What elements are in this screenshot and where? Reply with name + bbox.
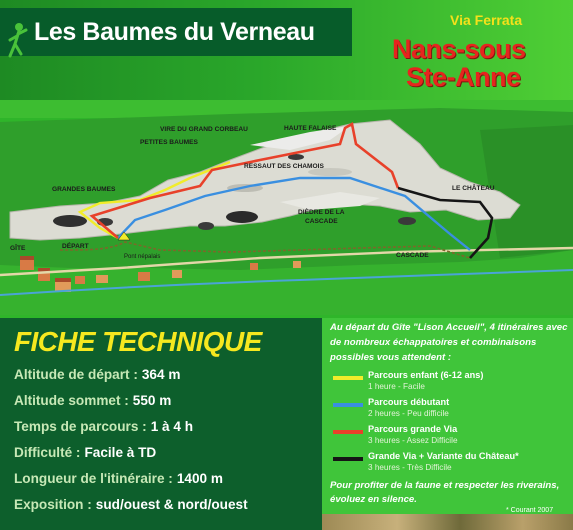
label-diedre-line2: CASCADE xyxy=(305,218,338,225)
rock-photo-strip xyxy=(322,514,573,530)
title-box: Les Baumes du Verneau xyxy=(0,8,352,58)
cliff-face xyxy=(9,119,521,241)
legend-desc: 1 heure - Facile xyxy=(368,382,425,391)
route-map: HAUTE FALAISE VIRE DU GRAND CORBEAU PETI… xyxy=(0,100,573,315)
label-ressaut-chamois: RESSAUT DES CHAMOIS xyxy=(244,163,324,170)
location-title-line1: Nans-sous xyxy=(392,34,526,64)
spec-label: Longueur de l'itinéraire : xyxy=(14,471,173,486)
spec-label: Altitude sommet : xyxy=(14,393,129,408)
road xyxy=(0,246,573,277)
legend-swatch xyxy=(333,376,363,380)
depart-marker xyxy=(117,231,131,241)
location-title-line2: Ste-Anne xyxy=(406,62,521,92)
legend-desc: 2 heures - Peu difficile xyxy=(368,409,449,418)
cave-grandes-baumes xyxy=(53,215,87,227)
via-ferrata-label: Via Ferrata xyxy=(450,12,523,28)
spec-longueur: Longueur de l'itinéraire :1400 m xyxy=(14,471,223,486)
legend-name: Parcours débutant xyxy=(368,397,450,407)
spec-altitude-depart: Altitude de départ :364 m xyxy=(14,367,180,382)
label-cascade: CASCADE xyxy=(396,252,429,259)
fiche-panel xyxy=(0,318,322,530)
spec-altitude-sommet: Altitude sommet :550 m xyxy=(14,393,171,408)
upper-cliff xyxy=(250,126,350,150)
route-enfant xyxy=(77,160,231,240)
route-grande-via xyxy=(89,121,400,239)
spec-value: 1400 m xyxy=(176,471,223,486)
label-depart: DÉPART xyxy=(62,241,89,250)
cave-small-2 xyxy=(198,222,214,230)
legend-swatch xyxy=(333,457,363,461)
climber-icon xyxy=(8,23,28,58)
spec-label: Altitude de départ : xyxy=(14,367,138,382)
label-le-chateau: LE CHÂTEAU xyxy=(452,183,495,192)
spec-label: Exposition : xyxy=(14,497,92,512)
legend-desc: 3 heures - Très Difficile xyxy=(368,463,452,472)
legend-intro: Au départ du Gîte "Lison Accueil", 4 iti… xyxy=(330,322,568,363)
village xyxy=(20,256,301,292)
forest-east xyxy=(480,125,573,258)
route-variante-chateau xyxy=(397,186,494,259)
rock-ledge-2 xyxy=(308,168,352,176)
label-diedre-line1: DIÈDRE DE LA xyxy=(298,207,345,216)
legend-desc: 3 heures - Assez Difficile xyxy=(368,436,458,445)
legend-name: Grande Via + Variante du Château* xyxy=(368,451,519,461)
label-haute-falaise: HAUTE FALAISE xyxy=(284,125,337,132)
spec-exposition: Exposition :sud/ouest & nord/ouest xyxy=(14,497,248,512)
legend-name: Parcours grande Via xyxy=(368,424,458,434)
cave-diedre xyxy=(226,211,258,223)
label-vire-grand-corbeau: VIRE DU GRAND CORBEAU xyxy=(160,126,248,133)
approach-trail xyxy=(59,241,471,259)
cave-upper xyxy=(288,154,304,160)
spec-value: 1 à 4 h xyxy=(150,419,194,434)
spec-value: 364 m xyxy=(141,367,181,382)
spec-difficulte: Difficulté :Facile à TD xyxy=(14,445,156,460)
legend-swatch xyxy=(333,430,363,434)
legend-swatch xyxy=(333,403,363,407)
spec-label: Difficulté : xyxy=(14,445,81,460)
label-grandes-baumes: GRANDES BAUMES xyxy=(52,186,116,193)
mid-cliff xyxy=(280,192,380,210)
label-petites-baumes: PETITES BAUMES xyxy=(140,139,198,146)
footnote: * Courant 2007 xyxy=(506,507,554,514)
label-pont-nepalais: Pont népalais xyxy=(124,254,160,260)
label-gite: GÎTE xyxy=(10,243,26,252)
fiche-title: FICHE TECHNIQUE xyxy=(14,326,262,357)
spec-label: Temps de parcours : xyxy=(14,419,147,434)
spec-value: sud/ouest & nord/ouest xyxy=(95,497,248,512)
spec-temps-parcours: Temps de parcours :1 à 4 h xyxy=(14,419,193,434)
page-title: Les Baumes du Verneau xyxy=(34,18,315,46)
cave-cascade xyxy=(398,217,416,225)
river xyxy=(0,269,573,296)
spec-value: 550 m xyxy=(132,393,172,408)
route-debutant xyxy=(117,176,471,251)
legend-panel xyxy=(322,318,573,530)
spec-value: Facile à TD xyxy=(84,445,157,460)
legend-name: Parcours enfant (6-12 ans) xyxy=(368,370,484,380)
respect-notice: Pour profiter de la faune et respecter l… xyxy=(330,480,560,505)
